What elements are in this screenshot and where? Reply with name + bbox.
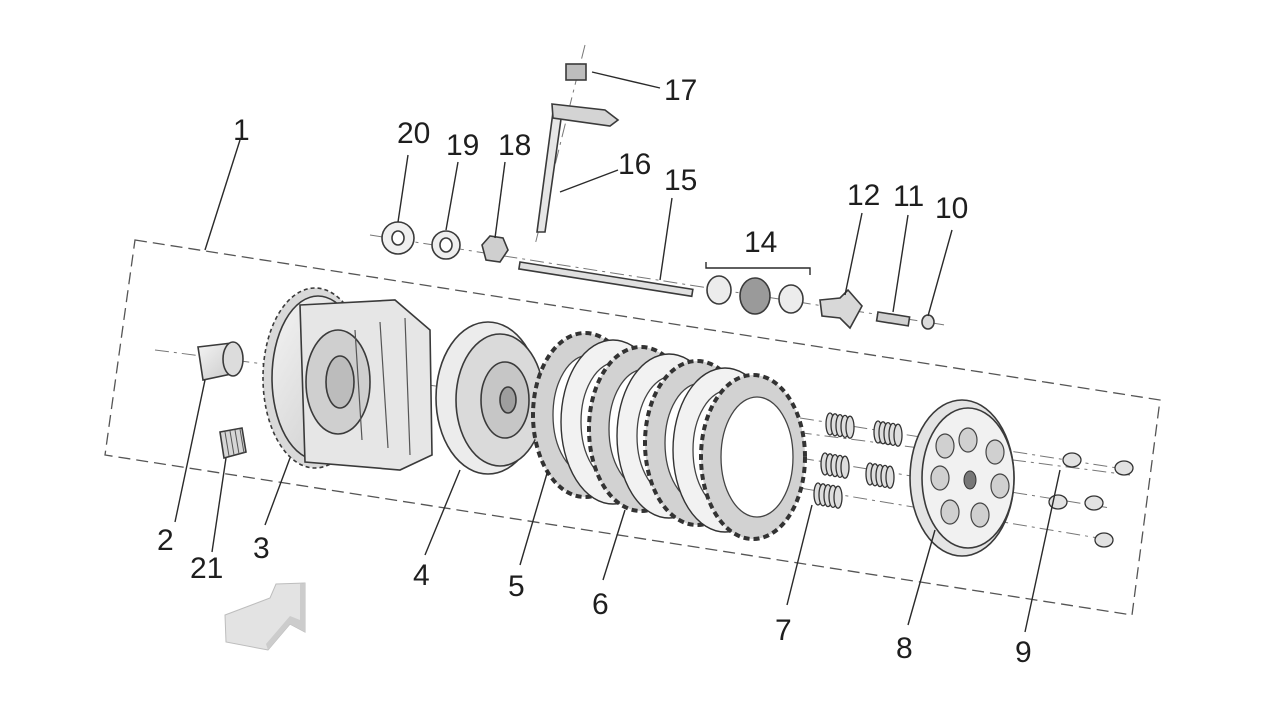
callout-10: 10 [935,192,968,225]
adjuster-part-12 [819,288,863,330]
clutch-basket-part [262,287,433,471]
shaft-part-16 [536,111,563,233]
needle-bearing-part [219,427,247,460]
pressure-plate-part [909,399,1015,557]
callout-17: 17 [664,74,697,107]
release-lever-assembly [536,63,620,233]
callout-20: 20 [397,117,430,150]
callout-1: 1 [233,114,250,147]
assembly-boundary [104,239,1161,616]
leader-lines [174,71,1061,633]
rod-part-11 [875,311,911,327]
pushrod-assembly [381,221,935,330]
nut-part-18 [481,235,509,263]
front-direction-arrow-icon [224,582,306,651]
clutch-spring [865,462,895,489]
bushing-part [197,341,244,381]
callout-7: 7 [775,614,792,647]
callout-12: 12 [847,179,880,212]
callout-4: 4 [413,559,430,592]
pushrod-axis [369,234,946,326]
bolts-part [1048,452,1134,548]
pushrod-part-15 [517,261,694,298]
callout-21: 21 [190,552,223,585]
spring-part-17 [565,63,587,81]
clutch-springs-group [813,412,903,509]
clutch-spring [825,412,855,439]
callout-9: 9 [1015,636,1032,669]
nut-part-10 [921,314,935,330]
callout-5: 5 [508,570,525,603]
clutch-hub-part [435,321,545,475]
callout-18: 18 [498,129,531,162]
callout-11: 11 [893,180,924,213]
callout-15: 15 [664,164,697,197]
callout-2: 2 [157,524,174,557]
callout-14: 14 [744,226,777,259]
callout-16: 16 [618,148,651,181]
callout-6: 6 [592,588,609,621]
clutch-spring [820,452,850,479]
clutch-plates-group [531,331,807,541]
callout-8: 8 [896,632,913,665]
clutch-spring [813,482,843,509]
callout-19: 19 [446,129,479,162]
callout-3: 3 [253,532,270,565]
clutch-plate [699,373,807,541]
clutch-spring [873,420,903,447]
